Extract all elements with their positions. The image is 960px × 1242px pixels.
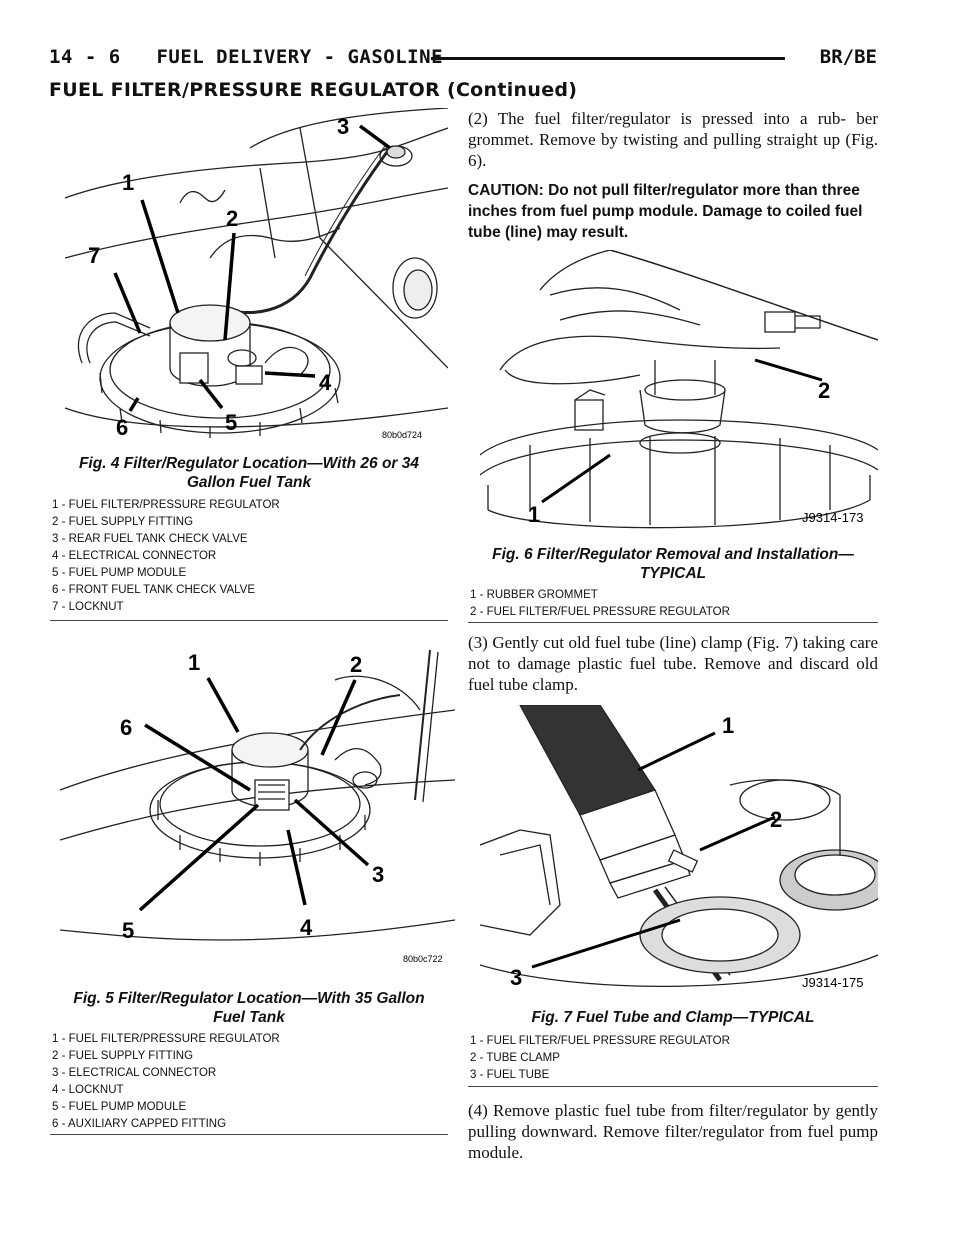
legend-item: 1 - RUBBER GROMMET: [470, 589, 598, 601]
fig6-caption: Fig. 6 Filter/Regulator Removal and Inst…: [492, 546, 854, 582]
fig7-legend: 1 - FUEL FILTER/FUEL PRESSURE REGULATOR …: [470, 1033, 730, 1084]
caution-note: CAUTION: Do not pull filter/regulator mo…: [468, 182, 863, 241]
fig7-image-code: J9314-175: [802, 975, 863, 990]
fig4-callout-1: 1: [122, 170, 134, 195]
legend-item: 2 - FUEL SUPPLY FITTING: [52, 516, 194, 528]
fig4-legend: 1 - FUEL FILTER/PRESSURE REGULATOR 2 - F…: [52, 497, 280, 616]
fig4-image-code: 80b0d724: [382, 430, 422, 440]
fig6-callout-1: 1: [528, 502, 540, 527]
fig7-callout-1: 1: [722, 713, 734, 738]
fig5-callout-6: 6: [120, 715, 132, 740]
fig4-callout-3: 3: [337, 114, 349, 139]
legend-item: 7 - LOCKNUT: [52, 601, 124, 613]
step-4-paragraph: (4) Remove plastic fuel tube from filter…: [468, 1101, 878, 1162]
legend-item: 2 - FUEL SUPPLY FITTING: [52, 1050, 194, 1062]
legend-item: 4 - LOCKNUT: [52, 1084, 124, 1096]
legend-item: 6 - AUXILIARY CAPPED FITTING: [52, 1118, 227, 1130]
fig4-callout-5: 5: [225, 410, 237, 435]
fig4-callout-6: 6: [116, 415, 128, 440]
fig5-callout-5: 5: [122, 918, 134, 943]
fig4-illustration: 1 2 3 7 4 5 6 80b0d724: [60, 108, 448, 448]
legend-item: 3 - ELECTRICAL CONNECTOR: [52, 1067, 217, 1079]
page-number-and-section: 14 - 6 FUEL DELIVERY - GASOLINE: [49, 46, 444, 68]
fig5-caption: Fig. 5 Filter/Regulator Location—With 35…: [73, 990, 425, 1026]
fig4-callout-7: 7: [88, 243, 100, 268]
fig5-image-code: 80b0c722: [403, 954, 443, 964]
legend-item: 1 - FUEL FILTER/PRESSURE REGULATOR: [52, 499, 280, 511]
step-3-paragraph: (3) Gently cut old fuel tube (line) clam…: [468, 633, 878, 694]
fig6-callout-2: 2: [818, 378, 830, 403]
legend-item: 1 - FUEL FILTER/PRESSURE REGULATOR: [52, 1033, 280, 1045]
fig7-divider: [468, 1086, 878, 1087]
legend-item: 2 - TUBE CLAMP: [470, 1052, 560, 1064]
step-2-paragraph: (2) The fuel filter/regulator is pressed…: [468, 109, 878, 170]
fig7-callout-3: 3: [510, 965, 522, 990]
fig4-divider: [50, 620, 448, 621]
fig5-illustration: 1 2 6 3 4 5 80b0c722: [60, 640, 455, 975]
legend-item: 2 - FUEL FILTER/FUEL PRESSURE REGULATOR: [470, 606, 730, 618]
fig7-illustration: 1 2 3 J9314-175: [480, 705, 878, 995]
fig5-callout-2: 2: [350, 652, 362, 677]
fig6-legend: 1 - RUBBER GROMMET 2 - FUEL FILTER/FUEL …: [470, 587, 730, 621]
legend-item: 3 - REAR FUEL TANK CHECK VALVE: [52, 533, 248, 545]
fig5-callout-3: 3: [372, 862, 384, 887]
legend-item: 6 - FRONT FUEL TANK CHECK VALVE: [52, 584, 255, 596]
legend-item: 3 - FUEL TUBE: [470, 1069, 550, 1081]
page-header: 14 - 6 FUEL DELIVERY - GASOLINE BR/BE: [49, 46, 877, 74]
legend-item: 5 - FUEL PUMP MODULE: [52, 567, 187, 579]
fig7-caption: Fig. 7 Fuel Tube and Clamp—TYPICAL: [531, 1009, 815, 1026]
legend-item: 4 - ELECTRICAL CONNECTOR: [52, 550, 217, 562]
fig6-image-code: J9314-173: [802, 510, 863, 525]
section-subheader: FUEL FILTER/PRESSURE REGULATOR (Continue…: [49, 79, 578, 101]
fig6-illustration: 2 1 J9314-173: [480, 250, 878, 530]
fig4-callout-4: 4: [319, 370, 332, 395]
fig7-callout-2: 2: [770, 807, 782, 832]
fig4-caption: Fig. 4 Filter/Regulator Location—With 26…: [78, 455, 420, 491]
fig5-legend: 1 - FUEL FILTER/PRESSURE REGULATOR 2 - F…: [52, 1031, 280, 1133]
model-code: BR/BE: [819, 46, 877, 68]
legend-item: 1 - FUEL FILTER/FUEL PRESSURE REGULATOR: [470, 1035, 730, 1047]
fig4-callout-2: 2: [226, 206, 238, 231]
fig5-callout-1: 1: [188, 650, 200, 675]
fig5-divider: [50, 1134, 448, 1135]
fig6-divider: [468, 622, 878, 623]
fig5-callout-4: 4: [300, 915, 313, 940]
header-rule: [431, 57, 785, 60]
legend-item: 5 - FUEL PUMP MODULE: [52, 1101, 187, 1113]
